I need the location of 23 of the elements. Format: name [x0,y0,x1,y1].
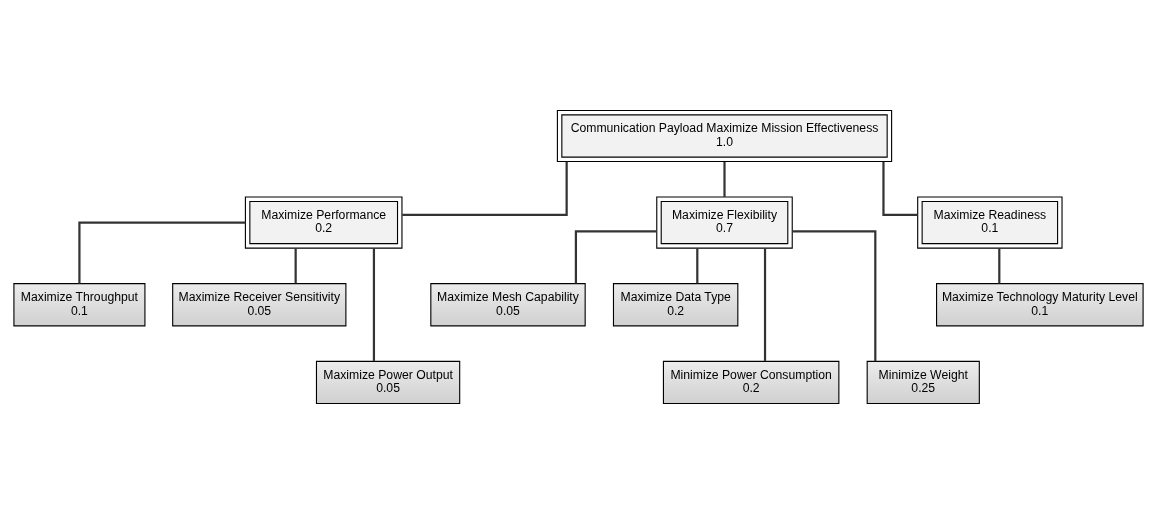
node-box: Maximize Readiness 0.1 [917,196,1063,249]
connector [78,221,246,284]
node-box: Maximize Flexibility 0.7 [656,196,793,249]
node-box: Maximize Receiver Sensitivity 0.05 [172,283,347,327]
node-box: Maximize Throughput 0.1 [13,283,146,327]
connector [882,161,918,216]
node-box: Minimize Weight 0.25 [866,360,980,405]
connector [372,248,376,361]
connector [763,248,767,361]
connector [402,161,568,216]
connector [792,230,877,362]
connector [294,248,297,284]
node-box: Maximize Data Type 0.2 [612,283,739,327]
node-box: Maximize Power Output 0.05 [315,360,461,405]
connector [723,161,726,197]
node-box: Minimize Power Consumption 0.2 [662,360,840,405]
connector [574,230,657,284]
connector [696,248,699,284]
connector [998,248,1001,284]
node-box: Maximize Mesh Capability 0.05 [430,283,586,327]
node-box: Communication Payload Maximize Mission Effectiveness 1.0 [556,109,893,163]
node-box: Maximize Technology Maturity Level 0.1 [936,283,1144,327]
node-box: Maximize Performance 0.2 [244,196,403,249]
